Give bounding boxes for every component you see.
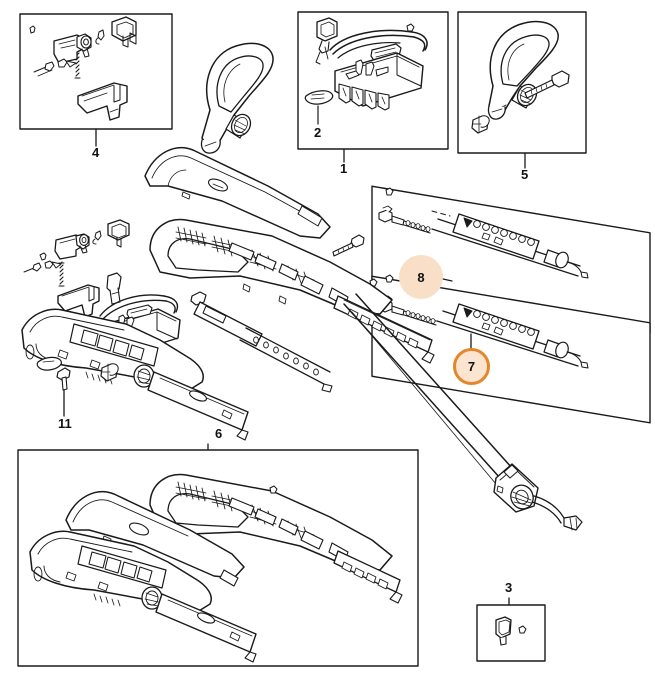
callout-4: 4: [92, 145, 100, 160]
callout-7-highlight[interactable]: 7: [453, 348, 490, 385]
box-3: [476, 597, 546, 662]
lower-left-housing: [21, 308, 249, 441]
callout-2: 2: [314, 125, 322, 140]
callout-8-highlight[interactable]: 8: [399, 255, 443, 299]
shaft-assembly-8: [378, 187, 589, 279]
box-6: [17, 443, 419, 667]
box-5: [457, 11, 587, 169]
callout-3: 3: [505, 580, 513, 595]
callout-6: 6: [215, 426, 223, 441]
callout-1: 1: [340, 161, 348, 176]
main-upper-cover: [144, 146, 331, 239]
mid-cutter-blade: [190, 291, 333, 393]
loose-bolt-top: [332, 234, 365, 257]
motor-head: [493, 463, 583, 531]
skew-box-bottom: [371, 275, 651, 424]
main-housing-half: [149, 218, 393, 315]
box-1: [297, 11, 449, 163]
main-pole-shaft: [343, 293, 513, 485]
left-small-parts-cluster: [23, 219, 130, 318]
callout-5: 5: [521, 167, 529, 182]
callout-11: 11: [58, 416, 72, 431]
main-loop-handle: [200, 42, 274, 154]
box-4: [19, 13, 173, 147]
